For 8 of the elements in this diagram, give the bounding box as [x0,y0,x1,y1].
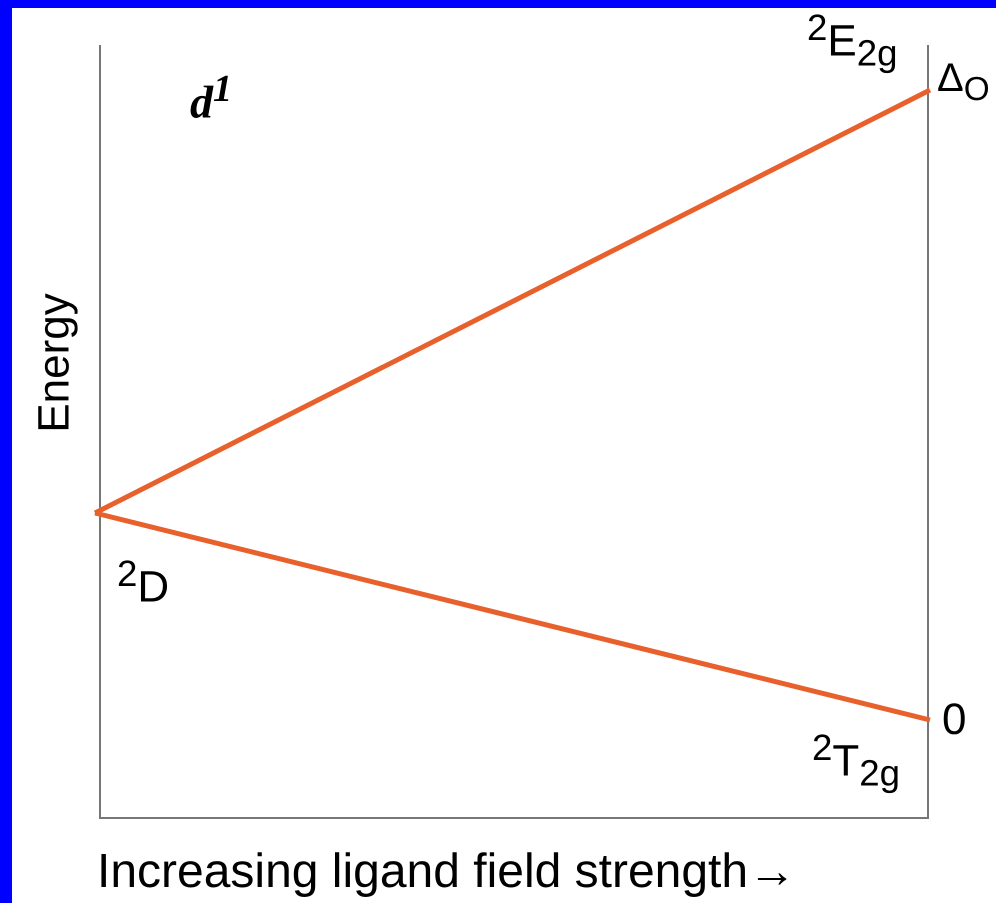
axis-title: Increasing ligand field strength→ [97,848,796,896]
state-label: $^{2}$E$_{2g}$ [807,10,898,72]
state-label: $^{2}$D [117,556,170,610]
configuration-label: d$^{1}$ [190,70,232,126]
energy-value-label: Δ$_{O}$ [937,58,990,106]
axis-title: Energy [32,293,76,433]
energy-value-label: 0 [942,698,966,742]
state-label: $^{2}$T$_{2g}$ [812,730,900,792]
